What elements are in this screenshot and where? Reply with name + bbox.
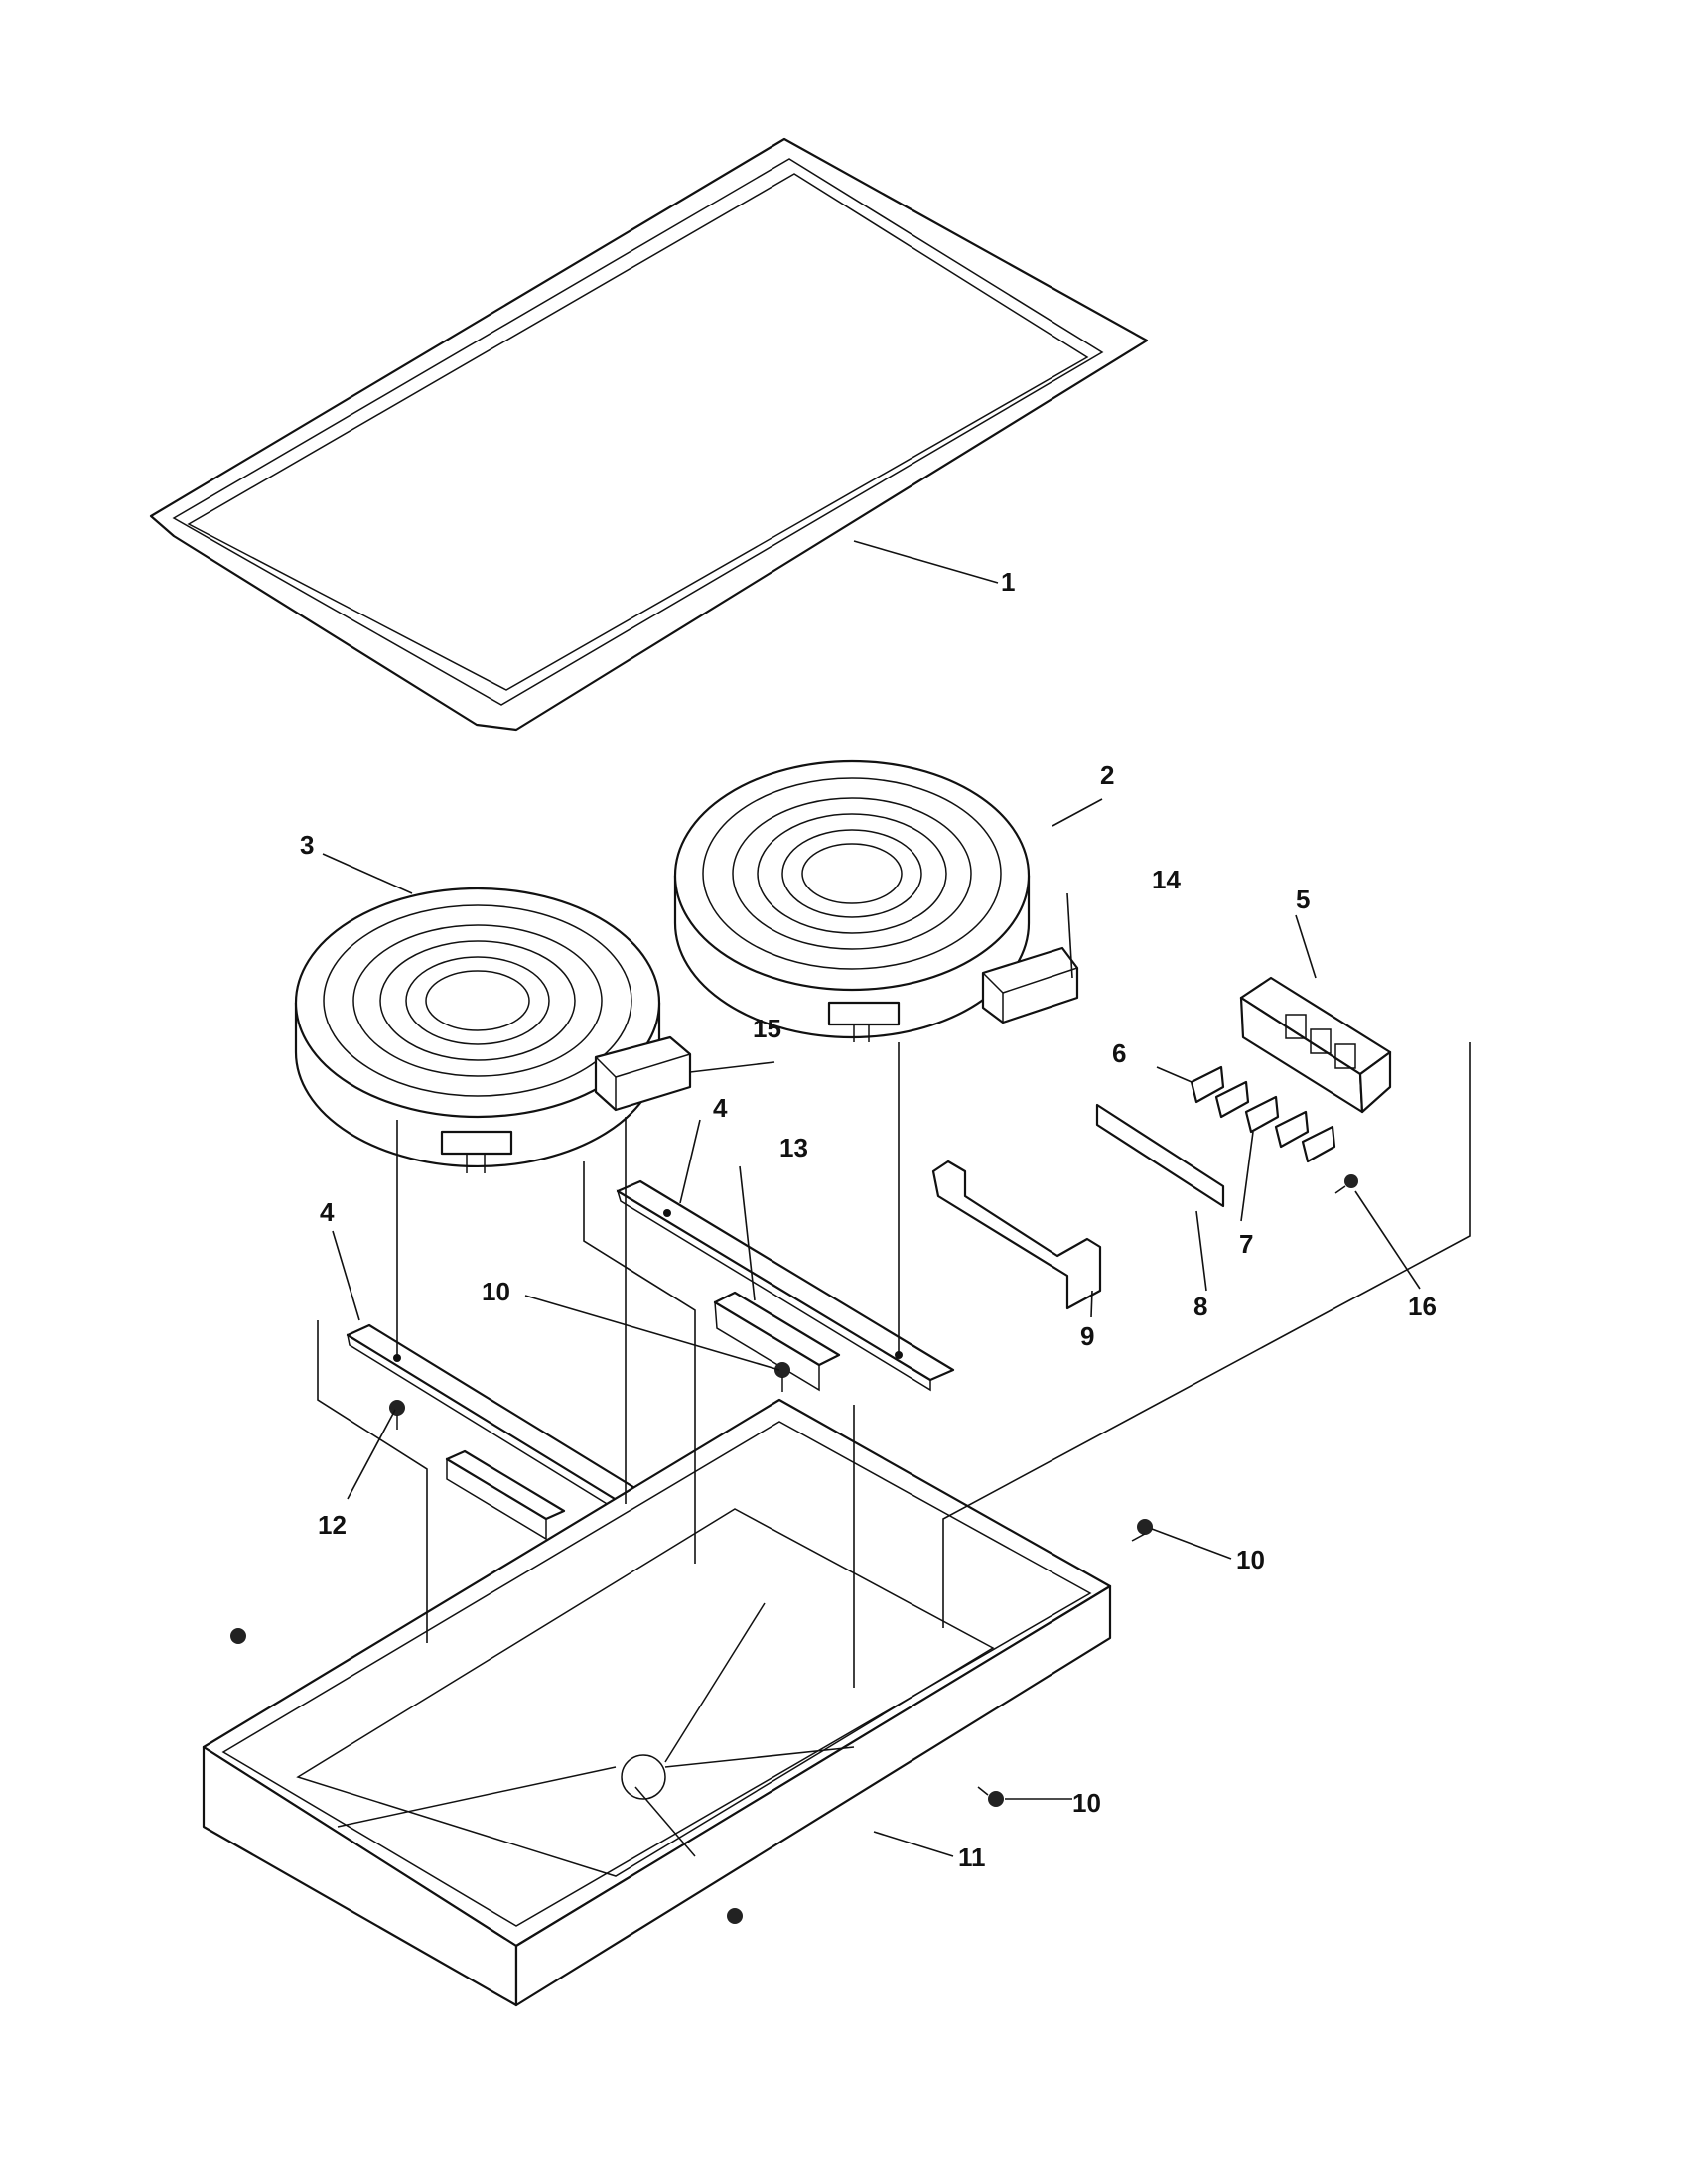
screw-part-12 bbox=[389, 1400, 405, 1430]
callout-5: 5 bbox=[1296, 885, 1310, 914]
support-bracket-right bbox=[616, 1179, 955, 1392]
callout-6: 6 bbox=[1112, 1038, 1126, 1068]
leader-lines bbox=[322, 540, 1421, 1857]
heat-shield bbox=[713, 1291, 841, 1392]
callout-2: 2 bbox=[1100, 760, 1114, 790]
radiant-element-left bbox=[294, 887, 661, 1173]
callouts: 1 2 3 4 4 5 6 7 8 9 10 10 10 11 12 13 14… bbox=[300, 567, 1437, 1872]
insulator-strip bbox=[1095, 1103, 1225, 1208]
screw-part-16 bbox=[1334, 1174, 1358, 1194]
callout-10-top: 10 bbox=[482, 1277, 510, 1306]
callout-11: 11 bbox=[958, 1843, 986, 1872]
callout-3: 3 bbox=[300, 830, 314, 860]
callout-13: 13 bbox=[779, 1133, 808, 1162]
callout-10-lower: 10 bbox=[1072, 1788, 1101, 1818]
screws-part-10 bbox=[230, 1362, 1153, 1924]
callout-16: 16 bbox=[1408, 1292, 1437, 1321]
callout-10-right: 10 bbox=[1236, 1545, 1265, 1574]
limiter-right bbox=[981, 946, 1079, 1024]
burner-box bbox=[202, 1398, 1112, 2007]
cooktop-glass bbox=[149, 137, 1149, 732]
callout-8: 8 bbox=[1193, 1292, 1207, 1321]
terminal-clips bbox=[1190, 1065, 1336, 1163]
callout-9: 9 bbox=[1080, 1321, 1094, 1351]
terminal-block bbox=[1239, 976, 1392, 1114]
callout-4-right: 4 bbox=[713, 1093, 728, 1123]
callout-14: 14 bbox=[1152, 865, 1181, 894]
callout-1: 1 bbox=[1001, 567, 1015, 597]
limiter-left bbox=[594, 1035, 692, 1112]
callout-15: 15 bbox=[753, 1014, 781, 1043]
callout-12: 12 bbox=[318, 1510, 347, 1540]
callout-7: 7 bbox=[1239, 1229, 1253, 1259]
callout-4-left: 4 bbox=[320, 1197, 335, 1227]
assembly-lines bbox=[317, 1042, 1471, 1688]
radiant-element-right bbox=[673, 759, 1031, 1042]
terminal-bracket bbox=[931, 1160, 1102, 1310]
